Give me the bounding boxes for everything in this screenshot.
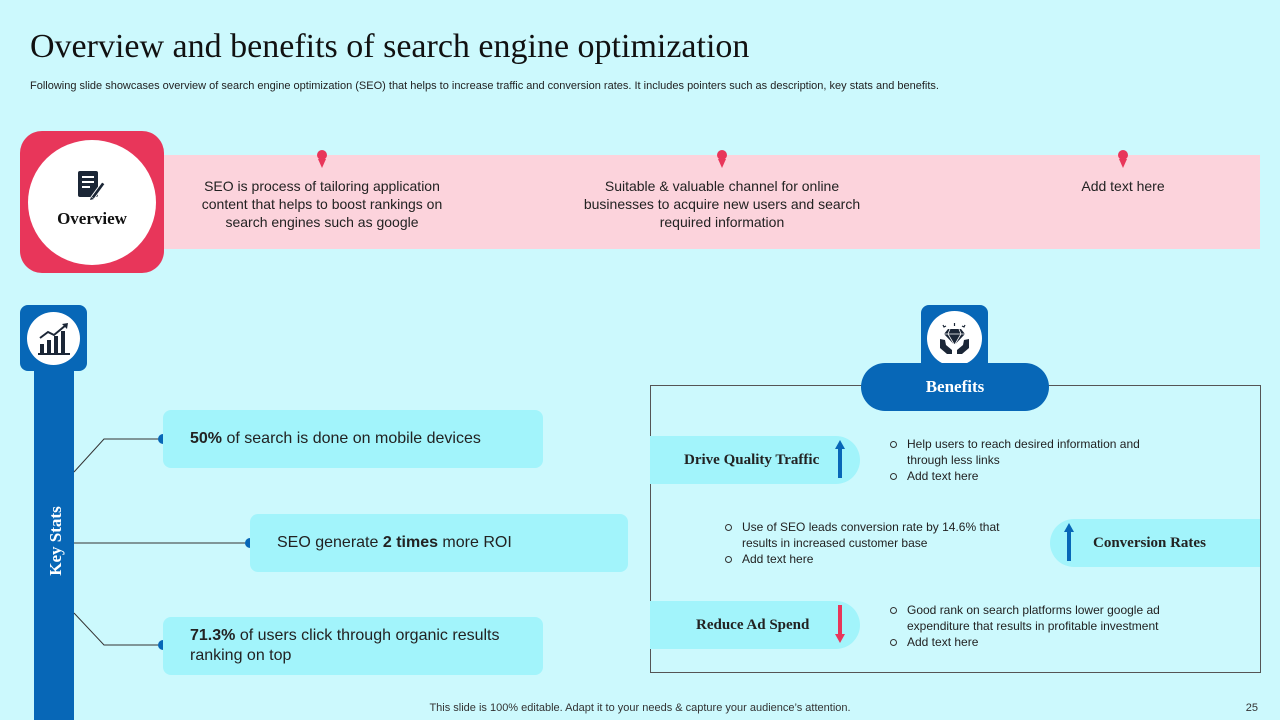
arrow-up-icon xyxy=(1064,523,1074,561)
bullet-item: Good rank on search platforms lower goog… xyxy=(888,602,1188,634)
bullet-item: Add text here xyxy=(888,634,1188,650)
overview-point: Add text here xyxy=(1081,178,1165,194)
key-stats-bar xyxy=(34,360,74,720)
stat-highlight: 71.3% xyxy=(190,627,236,644)
pin-icon xyxy=(717,150,727,168)
stat-highlight: 2 times xyxy=(382,534,438,551)
overview-point: SEO is process of tailoring application … xyxy=(201,178,443,230)
benefit-pill: Reduce Ad Spend xyxy=(650,601,860,649)
stat-text: of users click through organic results r… xyxy=(190,627,500,664)
benefits-title: Benefits xyxy=(861,363,1049,411)
page-title: Overview and benefits of search engine o… xyxy=(30,28,750,65)
overview-band xyxy=(164,155,1260,249)
benefit-bullets: Use of SEO leads conversion rate by 14.6… xyxy=(723,519,1013,567)
diamond-in-hands-icon xyxy=(940,323,969,354)
benefit-label: Conversion Rates xyxy=(1093,534,1206,551)
pin-icon xyxy=(1118,150,1128,168)
page-subtitle: Following slide showcases overview of se… xyxy=(30,80,939,92)
stat-box: SEO generate 2 times more ROI xyxy=(250,514,628,572)
stat-box: 71.3% of users click through organic res… xyxy=(163,617,543,675)
stat-highlight: 50% xyxy=(190,430,223,447)
overview-circle xyxy=(28,140,156,265)
bullet-item: Help users to reach desired information … xyxy=(888,436,1178,468)
benefit-label: Drive Quality Traffic xyxy=(684,451,820,468)
benefit-bullets: Help users to reach desired information … xyxy=(888,436,1178,484)
bullet-item: Add text here xyxy=(888,468,1178,484)
arrow-up-icon xyxy=(835,440,845,478)
benefit-pill: Conversion Rates xyxy=(1050,519,1260,567)
benefit-label: Reduce Ad Spend xyxy=(696,616,810,633)
footer-note: This slide is 100% editable. Adapt it to… xyxy=(429,702,851,714)
bullet-item: Add text here xyxy=(723,551,1013,567)
stat-text: more ROI xyxy=(437,534,512,551)
key-stats-label: Key Stats xyxy=(46,506,65,576)
overview-point: Suitable & valuable channel for online b… xyxy=(583,178,861,230)
arrow-down-icon xyxy=(835,605,845,643)
benefit-bullets: Good rank on search platforms lower goog… xyxy=(888,602,1188,650)
benefit-pill: Drive Quality Traffic xyxy=(650,436,860,484)
document-icon xyxy=(78,171,106,200)
bar-chart-growth-icon xyxy=(38,323,70,355)
stat-text: SEO generate xyxy=(277,534,383,551)
bullet-item: Use of SEO leads conversion rate by 14.6… xyxy=(723,519,1013,551)
stat-text: of search is done on mobile devices xyxy=(222,430,481,447)
overview-label: Overview xyxy=(57,209,127,228)
key-stats-circle xyxy=(27,312,80,365)
pin-icon xyxy=(317,150,327,168)
stat-box: 50% of search is done on mobile devices xyxy=(163,410,543,468)
page-number: 25 xyxy=(1245,702,1258,714)
